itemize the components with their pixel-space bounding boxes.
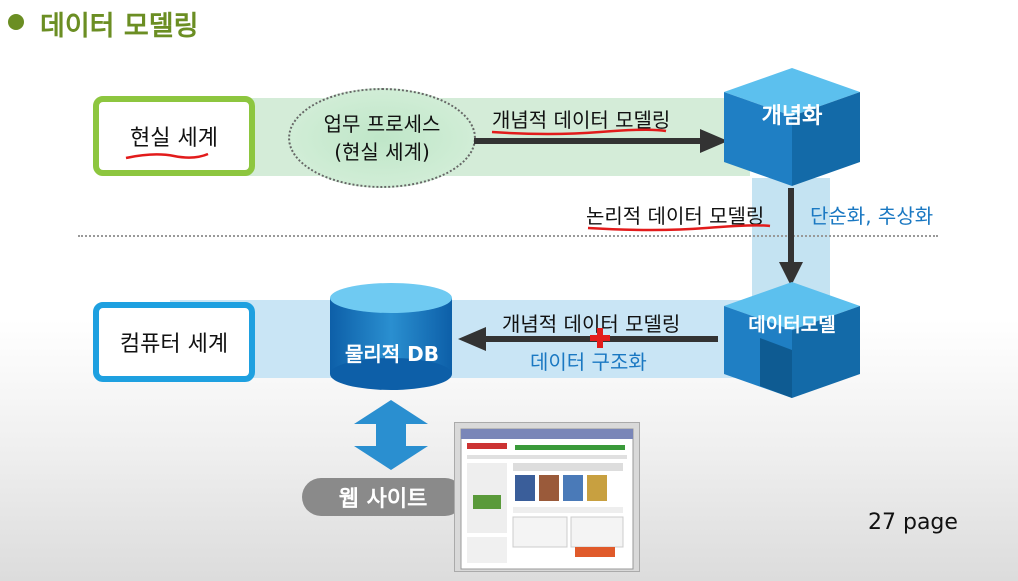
conceptualize-cube <box>724 68 860 186</box>
website-preview-image <box>460 428 634 570</box>
top-arrow <box>474 129 728 153</box>
website-label-pill: 웹 사이트 <box>302 478 464 516</box>
down-arrow <box>779 188 803 286</box>
real-world-box: 현실 세계 <box>93 96 255 176</box>
world-separator-line <box>78 235 938 237</box>
real-world-label: 현실 세계 <box>130 126 218 151</box>
title-bullet-icon <box>8 14 24 30</box>
page-number: 27 page <box>868 510 958 535</box>
conceptualize-label: 개념화 <box>761 104 823 129</box>
physical-db-label: 물리적 DB <box>344 342 439 366</box>
business-process-line1: 업무 프로세스 <box>323 112 441 136</box>
real-world-underline <box>125 152 209 160</box>
business-process-line2: (현실 세계) <box>334 140 430 164</box>
business-process-ellipse: 업무 프로세스 (현실 세계) <box>288 88 476 188</box>
computer-world-label: 컴퓨터 세계 <box>119 332 229 357</box>
data-structuring-label: 데이터 구조화 <box>530 350 647 374</box>
simplify-abstract-label: 단순화, 추상화 <box>810 204 934 228</box>
website-label: 웹 사이트 <box>338 487 428 512</box>
conceptual-modeling-underline <box>491 128 667 136</box>
conceptual-modeling-top-label: 개념적 데이터 모델링 <box>492 108 671 132</box>
physical-db-cylinder-icon <box>330 283 452 390</box>
red-cross-icon <box>590 328 610 348</box>
bidirectional-arrow-icon <box>354 400 428 470</box>
data-model-label: 데이터모델 <box>748 314 836 336</box>
data-model-cube <box>724 282 860 398</box>
website-screenshot-thumbnail <box>454 422 640 572</box>
page-title: 데이터 모델링 <box>40 11 199 42</box>
logical-modeling-label: 논리적 데이터 모델링 <box>586 204 765 228</box>
conceptual-modeling-bottom-label: 개념적 데이터 모델링 <box>502 312 681 336</box>
computer-world-box: 컴퓨터 세계 <box>93 302 255 382</box>
logical-modeling-underline <box>587 224 771 232</box>
